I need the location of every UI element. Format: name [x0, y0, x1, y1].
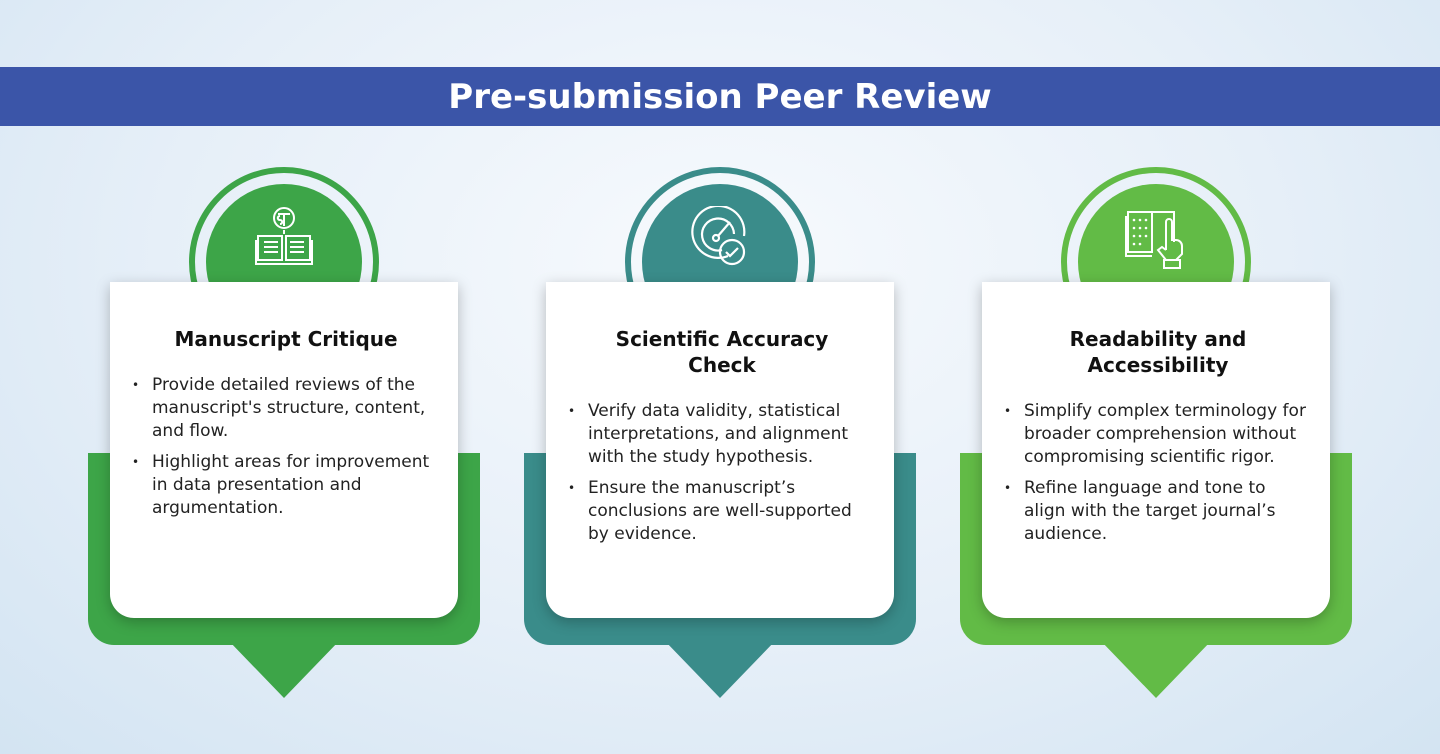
bullet: Highlight areas for improvement in data … [132, 451, 440, 520]
pointer [228, 640, 340, 698]
bullet: Provide detailed reviews of the manuscri… [132, 374, 440, 443]
card-title: Scientific Accuracy Check [615, 327, 829, 377]
card-body: Manuscript Critique Provide detailed rev… [110, 282, 458, 618]
card-title: Manuscript Critique [174, 327, 398, 351]
card-scientific-accuracy: Scientific Accuracy Check Verify data va… [524, 0, 916, 754]
bullet: Refine language and tone to align with t… [1004, 477, 1312, 546]
page-title: Pre-submission Peer Review [0, 67, 1440, 126]
bullet: Verify data validity, statistical interp… [568, 400, 876, 469]
card-body: Readability and Accessibility Simplify c… [982, 282, 1330, 618]
bullet: Ensure the manuscript’s conclusions are … [568, 477, 876, 546]
card-manuscript-critique: Manuscript Critique Provide detailed rev… [88, 0, 480, 754]
card-readability: Readability and Accessibility Simplify c… [960, 0, 1352, 754]
bullet: Simplify complex terminology for broader… [1004, 400, 1312, 469]
pointer [664, 640, 776, 698]
card-body: Scientific Accuracy Check Verify data va… [546, 282, 894, 618]
pointer [1100, 640, 1212, 698]
card-title: Readability and Accessibility [1069, 327, 1247, 377]
